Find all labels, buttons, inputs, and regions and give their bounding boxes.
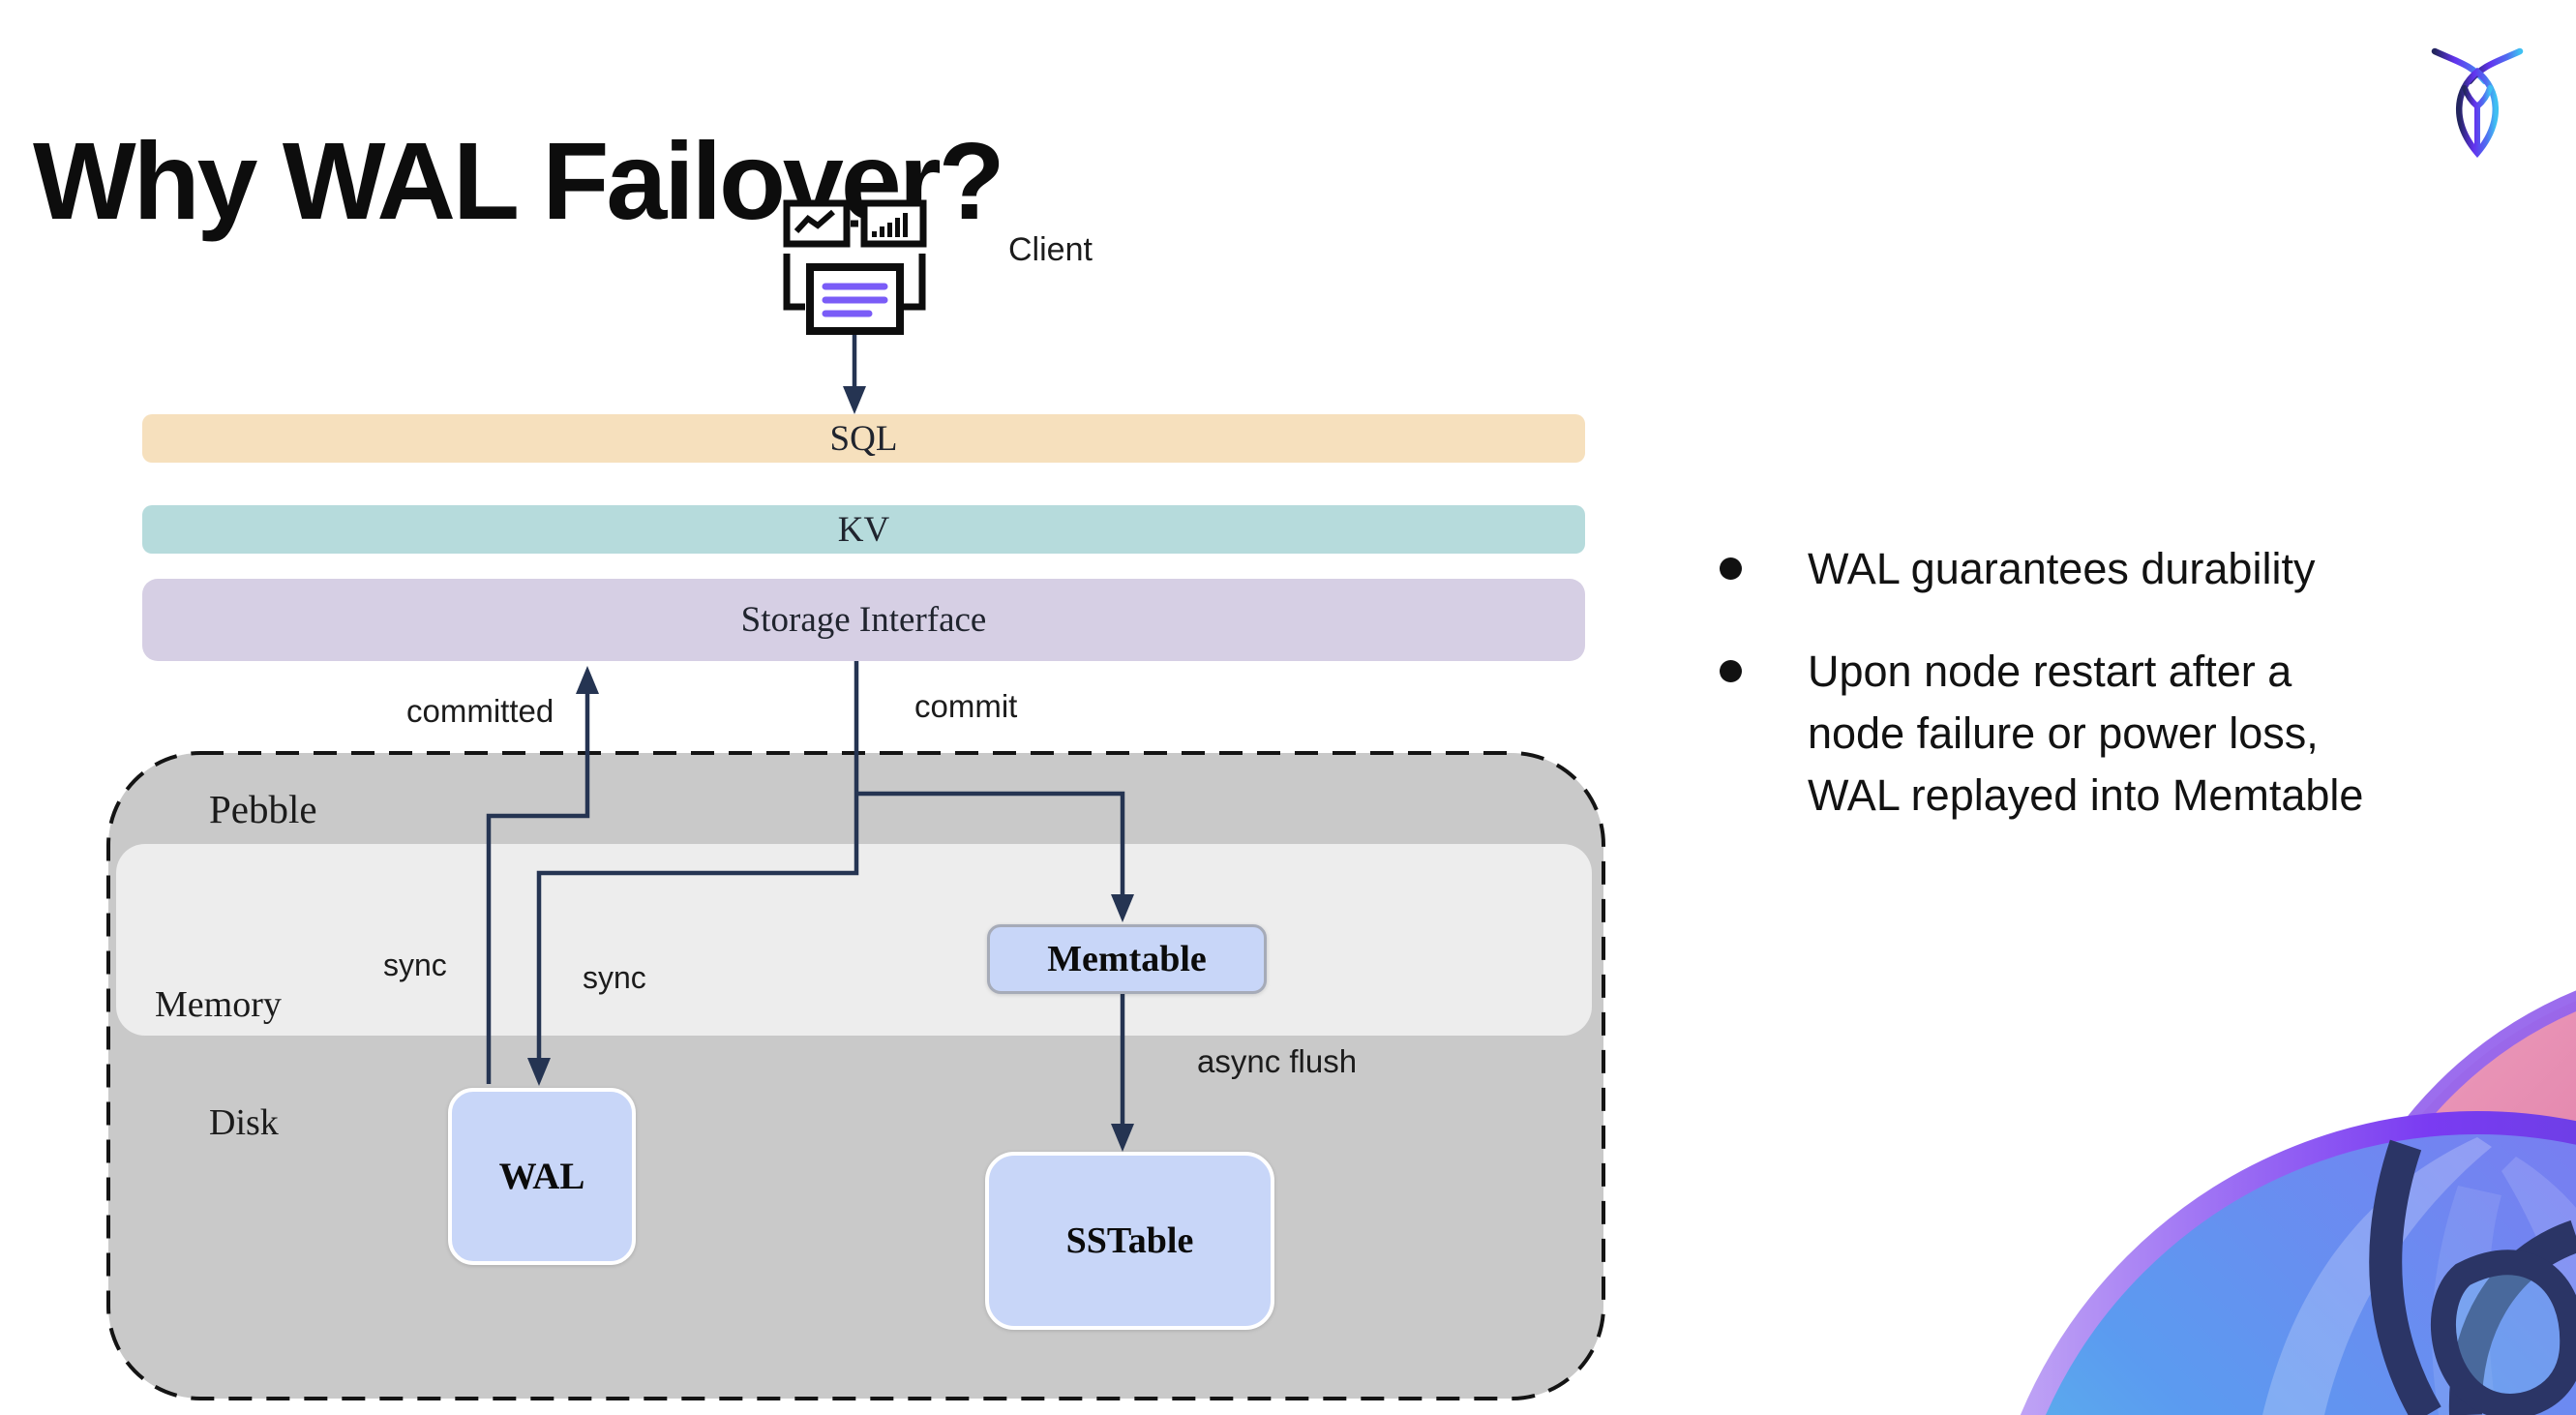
memtable-node: Memtable: [987, 924, 1267, 994]
edge-label-sync-left: sync: [383, 948, 447, 982]
bullet-dot: [1720, 557, 1742, 580]
layer-storage-label: Storage Interface: [740, 600, 987, 640]
commit-sync-wal-edge: [536, 661, 859, 1059]
edge-label-async-flush: async flush: [1197, 1043, 1358, 1079]
memtable-node-label: Memtable: [1047, 939, 1207, 979]
sstable-node-label: SSTable: [1065, 1220, 1194, 1261]
sync-wal-arrowhead: [527, 1058, 551, 1086]
bullet-text: Upon node restart after a node failure o…: [1808, 641, 2363, 827]
line-chart-icon: [783, 199, 851, 248]
client-app-icon: [783, 199, 927, 335]
bullet-line: node failure or power loss,: [1808, 708, 2319, 758]
layer-bar-storage-interface: Storage Interface: [142, 579, 1585, 661]
bullet-line: WAL guarantees durability: [1808, 544, 2316, 593]
blue-sphere-petal: [2501, 1157, 2576, 1345]
bullet-item-durability: WAL guarantees durability: [1711, 538, 2315, 600]
blue-sphere-rim: [2020, 1111, 2576, 1415]
sstable-node: SSTable: [985, 1152, 1274, 1330]
wal-node: WAL: [448, 1088, 636, 1265]
memory-label: Memory: [155, 984, 282, 1025]
edge-label-committed: committed: [406, 693, 554, 729]
memtable-arrowhead: [1111, 894, 1134, 922]
document-icon: [783, 254, 926, 335]
sstable-arrowhead: [1111, 1124, 1134, 1152]
edge-label-commit: commit: [914, 688, 1018, 724]
leaf-veins: [2369, 1139, 2576, 1415]
layer-bar-kv: KV: [142, 505, 1585, 554]
client-label: Client: [1008, 231, 1093, 268]
disk-label: Disk: [209, 1102, 279, 1143]
brand-decoration: [2020, 990, 2576, 1415]
bullet-line: WAL replayed into Memtable: [1808, 770, 2364, 820]
commit-memtable-edge: [856, 791, 1125, 895]
layer-sql-label: SQL: [829, 418, 898, 459]
bullet-dot: [1720, 660, 1742, 682]
wal-node-label: WAL: [498, 1156, 585, 1197]
edge-label-sync-right: sync: [583, 960, 646, 995]
bullet-line: Upon node restart after a: [1808, 647, 2292, 696]
layer-bar-sql: SQL: [142, 414, 1585, 463]
layer-kv-label: KV: [837, 509, 890, 550]
committed-arrowhead: [576, 666, 599, 694]
cockroachdb-logo-icon: [2431, 47, 2524, 159]
committed-edge: [486, 693, 590, 1084]
client-to-sql-arrowhead: [843, 386, 866, 414]
pebble-label: Pebble: [209, 787, 317, 831]
bullet-text: WAL guarantees durability: [1808, 538, 2315, 600]
bar-chart-icon: [860, 199, 927, 248]
bullet-item-replay: Upon node restart after a node failure o…: [1711, 641, 2363, 827]
